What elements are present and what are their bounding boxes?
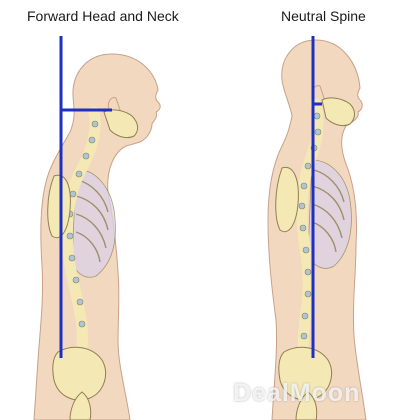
right-scapula xyxy=(275,166,299,233)
left-rib-cage xyxy=(71,169,116,278)
right-rib-lines xyxy=(311,169,345,253)
right-spine-discs xyxy=(298,112,322,340)
left-spine-discs xyxy=(66,120,99,328)
left-figure xyxy=(33,36,161,420)
left-scapula xyxy=(47,174,71,239)
right-figure-title: Neutral Spine xyxy=(281,8,366,24)
left-skull-base xyxy=(103,109,139,139)
left-femur xyxy=(69,391,92,420)
right-pelvis xyxy=(278,346,332,401)
right-figure xyxy=(267,36,367,420)
right-femur xyxy=(295,391,318,420)
watermark-logo: DealMoon xyxy=(233,379,361,407)
right-skull-base xyxy=(321,97,355,127)
left-pelvis xyxy=(52,346,106,401)
left-figure-title: Forward Head and Neck xyxy=(27,8,179,24)
left-rib-lines xyxy=(75,179,109,263)
